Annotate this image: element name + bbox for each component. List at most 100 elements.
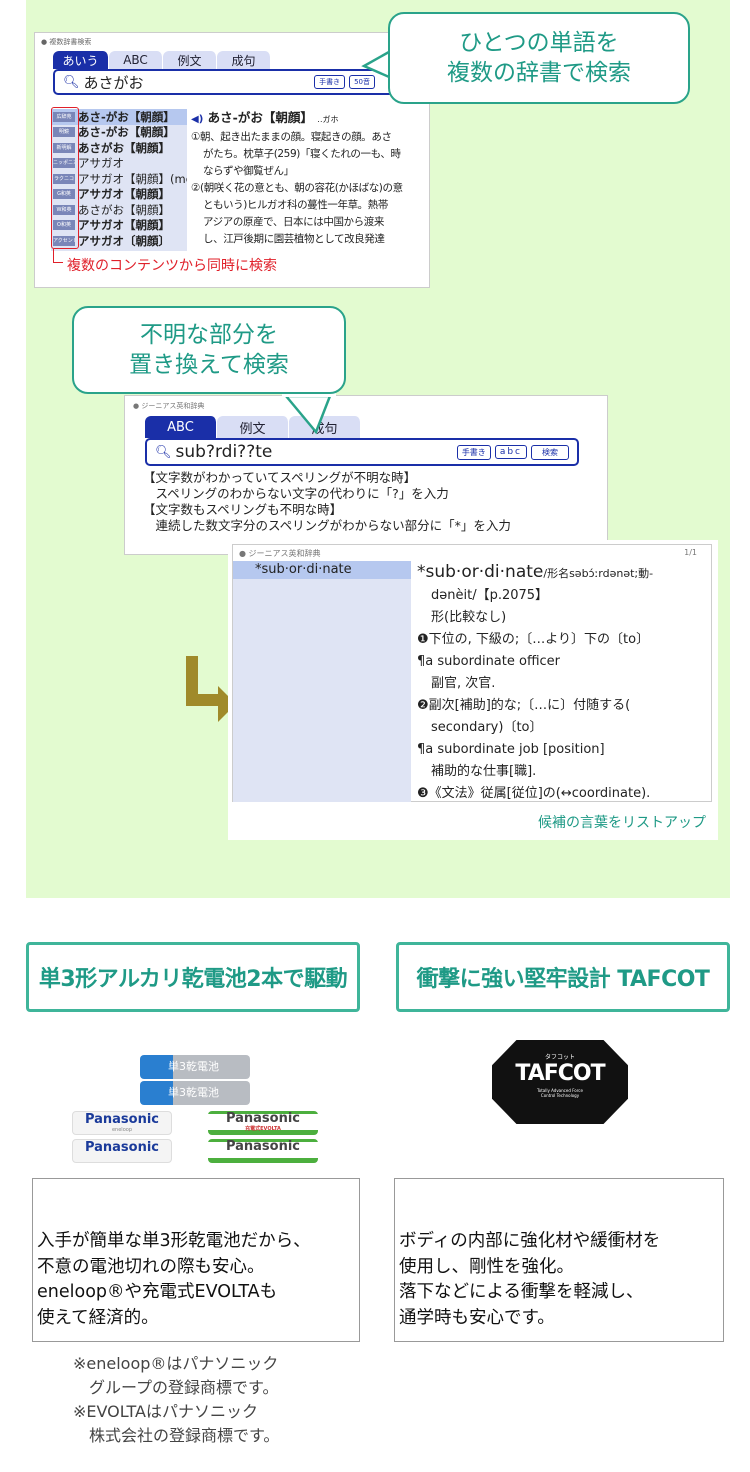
callout-pointer [282,392,336,435]
hint-line: 連続した数文字分のスペリングがわからない部分に「*」を入力 [143,518,511,533]
result-word: アサガオ【朝顔】 [78,187,170,202]
search-icon: 🔍︎ [155,444,172,460]
definition-line: 副官, 次官. [431,676,496,691]
hint-line: 【文字数もスペリングも不明な時】 [143,502,343,517]
search-value: あさがお [83,73,144,92]
footnote-line: ※eneloop®はパナソニック [73,1354,279,1373]
body-line: 使用し、剛性を強化。 [399,1256,574,1277]
result-item[interactable]: 明鏡あさ‐がお【朝顔】 [51,125,187,141]
dictionary-badge: W和英 [53,204,75,215]
wildcard-search-screenshot: ● ジーニアス英和辞典 ABC 例文 成句 🔍︎ sub?rdi??te 手書き… [124,395,608,555]
page-indicator: 1/1 [684,548,697,557]
tab-idioms[interactable]: 成句 [217,51,271,69]
result-word: あさ‐がお【朝顔】 [78,109,175,124]
definition-head: あさ‐がお【朝顔】 [207,110,313,125]
definition-line: ①朝、起き出たままの顔。寝起きの顔。あさ [191,131,392,143]
definition-line: アジアの原産で、日本には中国から渡来 [203,216,384,228]
definition-line: 形(比較なし) [431,610,507,625]
caption: 候補の言葉をリストアップ [538,815,706,831]
annotation-label: 複数のコンテンツから同時に検索 [67,258,277,274]
definition-line: ❸《文法》従属[従位]の(↔coordinate). [417,786,651,801]
definition-line: ¶a subordinate job [position] [417,742,605,757]
callout-wildcard: 不明な部分を 置き換えて検索 [72,306,346,394]
tab-examples[interactable]: 例文 [217,416,289,438]
panel-title: ● ジーニアス英和辞典 [133,402,205,410]
logo-kana: タフコット [544,1054,575,1061]
dictionary-badge: 広辞苑 [53,111,75,122]
dictionary-badge: アクセント [53,235,75,246]
tab-examples[interactable]: 例文 [163,51,217,69]
result-word: あさ‐がお【朝顔】 [78,125,175,140]
result-item[interactable]: G和英アサガオ【朝顔】 [51,187,187,203]
search-input[interactable]: 🔍︎ sub?rdi??te 手書き abc 検索 [145,438,579,466]
definition-line: secondary)〔to〕 [431,720,543,735]
brand-label: Panasonic [225,1111,301,1126]
body-line: 不意の電池切れの際も安心。 [37,1256,265,1277]
result-item[interactable]: 広辞苑あさ‐がお【朝顔】 [51,109,187,125]
speaker-icon[interactable]: ◀) [191,114,204,125]
feature-heading-tafcot: 衝撃に強い堅牢設計 TAFCOT [396,942,730,1012]
search-button[interactable]: 検索 [531,444,569,460]
fifty-sound-button[interactable]: 50音 [349,75,375,89]
tab-abc[interactable]: ABC [145,416,217,438]
callout-line: ひとつの単語を [459,30,619,56]
search-icon: 🔍︎ [63,74,80,90]
body-line: 落下などによる衝撃を軽減し、 [399,1282,644,1302]
definition-pane: *sub·or·di·nate/形名səbɔ́ːrdənət;動- dənèit… [417,561,711,805]
definition-kana: ‥ガホ [317,115,339,124]
candidate-list: *sub·or·di·nate [233,561,411,802]
result-word: アサガオ【朝顔】(mor~ [78,171,187,186]
result-item[interactable]: ニッポニカアサガオ [51,156,187,172]
callout-line: 複数の辞書で検索 [447,60,631,86]
battery-label: 単3乾電池 [168,1060,219,1073]
result-item[interactable]: アクセントアサガオ〔朝顔〕 [51,233,187,249]
definition-pane: ◀) あさ‐がお【朝顔】 ‥ガホ ①朝、起き出たままの顔。寝起きの顔。あさがたち… [191,109,429,248]
result-item[interactable]: W和英あさがお【朝顔】 [51,202,187,218]
tab-aiu[interactable]: あいう [53,51,109,69]
definition-line: ともいう)ヒルガオ科の蔓性一年草。熱帯 [203,199,388,211]
definition-line: ②(朝咲く花の意とも、朝の容花(かほばな)の意 [191,182,403,194]
callout-line: 置き換えて検索 [129,352,289,378]
evolta-battery: Panasonic [208,1139,318,1163]
tab-abc[interactable]: ABC [109,51,163,69]
body-line: 入手が簡単な単3形乾電池だから、 [37,1231,311,1251]
result-item[interactable]: 新明解あさがお【朝顔】 [51,140,187,156]
evolta-label: 充電式EVOLTA [245,1126,281,1132]
abc-keyboard-button[interactable]: abc [494,445,527,459]
tab-bar: あいう ABC 例文 成句 [53,51,277,69]
result-word: アサガオ〔朝顔〕 [78,233,170,248]
panel-title: ● 複数辞書検索 [41,38,92,46]
result-word: アサガオ [78,156,124,171]
highlight-frame [51,107,79,249]
arrow-icon [186,656,236,722]
candidate-item[interactable]: *sub·or·di·nate [233,561,411,579]
tafcot-logo: タフコット TAFCOT Totally Advanced Force Cont… [492,1040,628,1124]
result-word: あさがお【朝顔】 [78,202,170,217]
multi-search-screenshot: ● 複数辞書検索 あいう ABC 例文 成句 🔍︎ あさがお 手書き 50音 広… [34,32,430,288]
result-item[interactable]: O和英アサガオ【朝顔】 [51,218,187,234]
callout-line: 不明な部分を [140,322,278,348]
search-input[interactable]: 🔍︎ あさがお 手書き 50音 [53,69,413,95]
definition-line: がたち。枕草子(259)「寝くたれの一も、時 [203,148,401,160]
body-line: 使えて経済的。 [37,1307,159,1328]
callout-multi-dictionary: ひとつの単語を 複数の辞書で検索 [388,12,690,104]
result-word: あさがお【朝顔】 [78,140,170,155]
dictionary-badge: ニッポニカ [53,158,75,169]
footnote-line: ※EVOLTAはパナソニック [73,1402,258,1421]
result-panel: ● ジーニアス英和辞典 1/1 *sub·or·di·nate *sub·or·… [232,544,712,802]
handwriting-button[interactable]: 手書き [314,75,346,89]
feature-heading-battery: 単3形アルカリ乾電池2本で駆動 [26,942,360,1012]
dictionary-badge: G和英 [53,189,75,200]
result-screenshot: ● ジーニアス英和辞典 1/1 *sub·or·di·nate *sub·or·… [228,540,718,840]
handwriting-button[interactable]: 手書き [456,444,491,460]
dictionary-badge: ラクニコ [53,173,75,184]
tafcot-description: ボディの内部に強化材や緩衝材を 使用し、剛性を強化。 落下などによる衝撃を軽減し… [394,1178,724,1342]
panel-title: ● ジーニアス英和辞典 [239,549,321,558]
definition-line: ならずや御覧ぜん」 [203,165,294,177]
pronunciation: /形名səbɔ́ːrdənət;動- [543,567,654,580]
hint-line: スペリングのわからない文字の代わりに「?」を入力 [143,486,449,501]
